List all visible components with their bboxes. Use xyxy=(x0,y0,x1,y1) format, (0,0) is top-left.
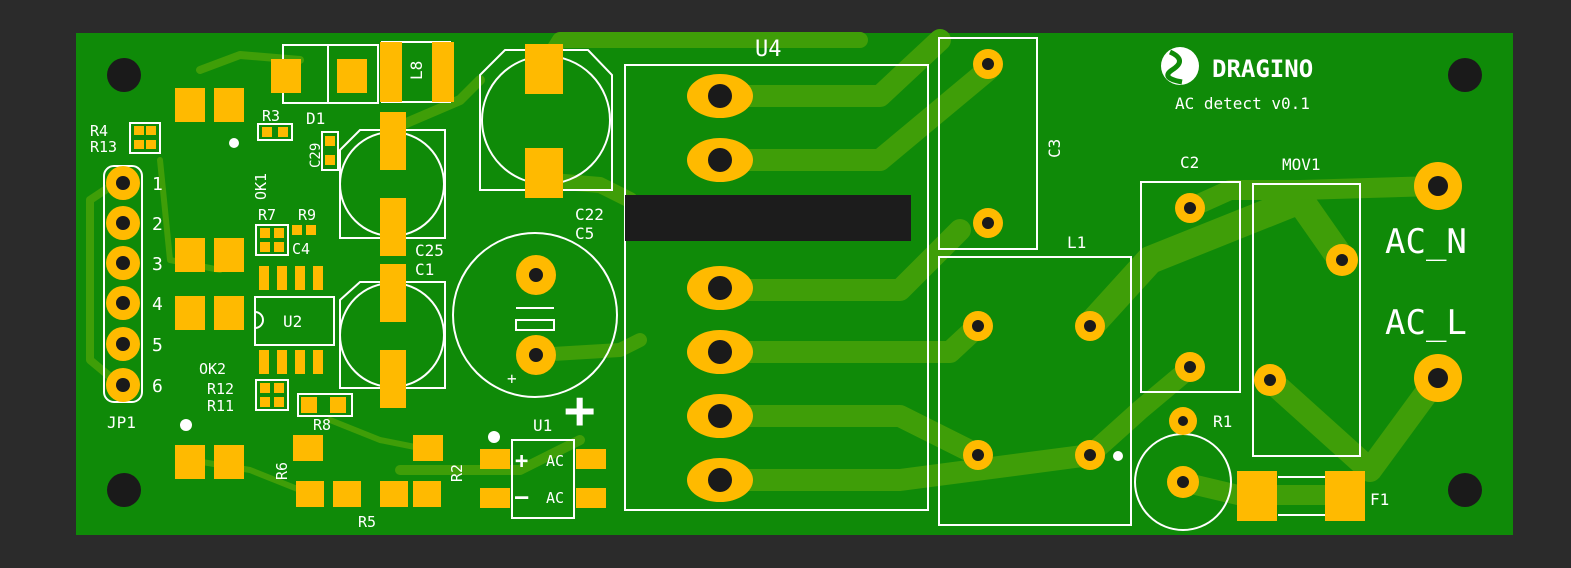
svg-text:+: + xyxy=(564,381,595,441)
label-r5: R5 xyxy=(358,513,376,531)
label-r7: R7 xyxy=(258,206,276,224)
brand-subtitle: AC detect v0.1 xyxy=(1175,94,1310,113)
jp1-header: 1 2 3 4 5 6 JP1 xyxy=(103,165,163,432)
label-c2: C2 xyxy=(1180,153,1199,172)
f1-fuse: F1 xyxy=(1237,471,1389,521)
label-r6: R6 xyxy=(273,462,291,480)
label-mov1: MOV1 xyxy=(1282,155,1321,174)
label-c5: C5 xyxy=(575,224,594,243)
mov1-varistor: MOV1 xyxy=(1252,155,1361,457)
label-c22: C22 xyxy=(575,205,604,224)
label-l8: L8 xyxy=(407,61,426,80)
dragino-logo-icon xyxy=(1161,47,1199,85)
label-r8: R8 xyxy=(313,416,331,434)
silkscreen-labels: R4 R13 R3 C29 OK1 R7 R9 C4 OK2 R12 R11 R… xyxy=(90,107,466,531)
label-c1: C1 xyxy=(415,260,434,279)
dragino-logo: DRAGINO AC detect v0.1 xyxy=(1161,47,1313,113)
label-ok2: OK2 xyxy=(199,360,226,378)
pin-label: 6 xyxy=(152,376,163,397)
d1-diode: D1 xyxy=(271,44,379,128)
label-ok1: OK1 xyxy=(252,173,270,200)
u2-ic: U2 xyxy=(254,266,335,374)
c1-capacitor xyxy=(339,264,446,408)
label-r1: R1 xyxy=(1213,412,1232,431)
pin-label: 1 xyxy=(152,174,163,195)
label-l1: L1 xyxy=(1067,233,1086,252)
label-r4: R4 xyxy=(90,122,108,140)
pin-label: 3 xyxy=(152,254,163,275)
r1-resistor: R1 xyxy=(1134,407,1232,531)
label-d1: D1 xyxy=(306,109,325,128)
svg-text:–: – xyxy=(515,485,529,510)
label-u4: U4 xyxy=(755,37,782,62)
svg-text:+: + xyxy=(515,449,528,474)
pin-label: 5 xyxy=(152,335,163,356)
l1-inductor: L1 xyxy=(938,233,1132,526)
ac-terminals: AC_N AC_L xyxy=(1385,162,1467,402)
c25-capacitor: C25 C1 xyxy=(339,112,446,279)
mounting-holes xyxy=(107,58,1482,507)
label-c25: C25 xyxy=(415,241,444,260)
u1-bridge: + – AC AC U1 + xyxy=(480,381,606,519)
label-u1: U1 xyxy=(533,416,552,435)
svg-text:+: + xyxy=(507,369,517,388)
c5-capacitor: + xyxy=(452,232,618,398)
label-r3: R3 xyxy=(262,107,280,125)
label-u1-ac2: AC xyxy=(546,489,564,507)
pin-label: 2 xyxy=(152,214,163,235)
label-ac-l: AC_L xyxy=(1385,303,1467,343)
label-c29: C29 xyxy=(308,143,324,168)
u4-module: U4 xyxy=(624,37,929,511)
l8-inductor: L8 xyxy=(380,41,454,103)
label-r9: R9 xyxy=(298,206,316,224)
brand-name: DRAGINO xyxy=(1212,55,1313,83)
small-passives xyxy=(129,88,500,507)
label-c4: C4 xyxy=(292,240,310,258)
c22-capacitor: C22 C5 xyxy=(479,44,613,243)
label-r11: R11 xyxy=(207,397,234,415)
label-jp1: JP1 xyxy=(107,413,136,432)
label-f1: F1 xyxy=(1370,490,1389,509)
label-u2: U2 xyxy=(283,312,302,331)
pin-label: 4 xyxy=(152,294,163,315)
c2-capacitor: C2 xyxy=(1140,153,1241,393)
label-ac-n: AC_N xyxy=(1385,222,1467,262)
label-r12: R12 xyxy=(207,380,234,398)
label-r13: R13 xyxy=(90,138,117,156)
label-r2: R2 xyxy=(448,464,466,482)
label-c3: C3 xyxy=(1045,139,1064,158)
label-u1-ac1: AC xyxy=(546,452,564,470)
c3-capacitor: C3 xyxy=(938,37,1064,250)
